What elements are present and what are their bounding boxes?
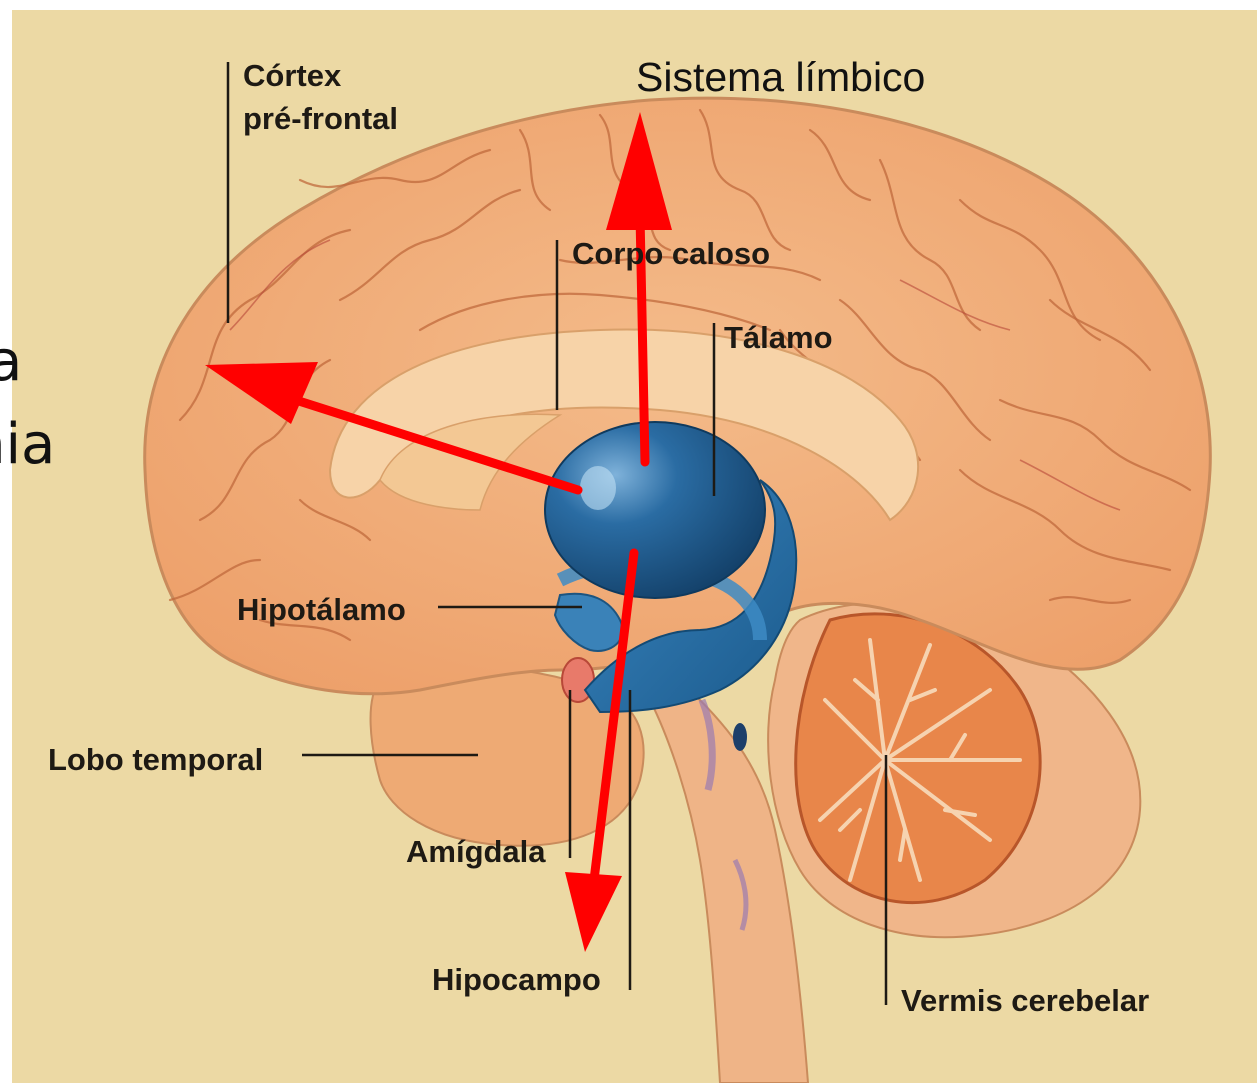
cerebral-aqueduct xyxy=(733,723,747,751)
side-text-line-2: nia xyxy=(0,412,55,477)
label-cortex: Córtex xyxy=(243,58,342,93)
label-lobo-temporal: Lobo temporal xyxy=(48,742,263,777)
label-prefrontal: pré-frontal xyxy=(243,101,398,136)
label-corpo-caloso: Corpo caloso xyxy=(572,236,770,271)
label-vermis-cerebelar: Vermis cerebelar xyxy=(901,983,1149,1018)
side-text-line-1: a xyxy=(0,329,22,394)
label-hipotalamo: Hipotálamo xyxy=(237,592,406,627)
thalamus-highlight xyxy=(580,466,616,510)
label-talamo: Tálamo xyxy=(724,320,833,355)
diagram-title: Sistema límbico xyxy=(636,54,925,100)
label-hipocampo: Hipocampo xyxy=(432,962,601,997)
label-amigdala: Amígdala xyxy=(406,834,546,869)
thalamus xyxy=(545,422,765,598)
